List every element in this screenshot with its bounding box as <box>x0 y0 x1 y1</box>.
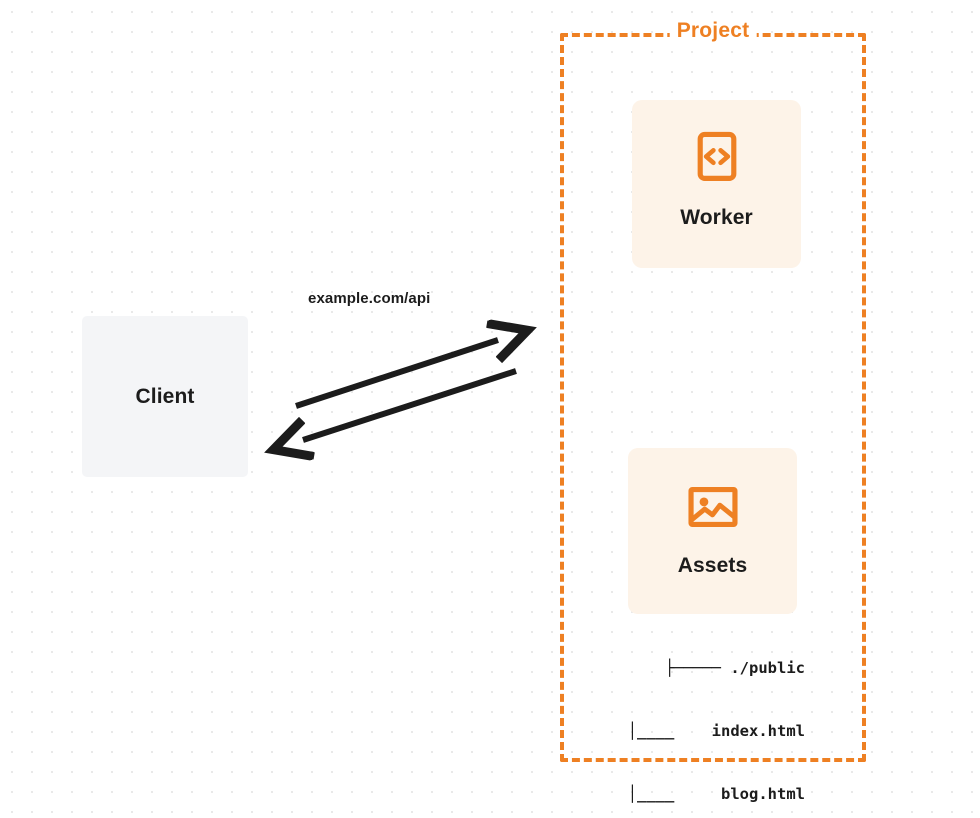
worker-label: Worker <box>680 206 753 229</box>
image-landscape-icon <box>687 486 738 528</box>
file-tree-row: │____ index.html <box>627 722 805 740</box>
code-brackets-icon <box>697 131 736 181</box>
client-label: Client <box>135 384 195 408</box>
file-tree-row: │____ blog.html <box>627 785 805 803</box>
assets-node[interactable]: Assets <box>628 448 797 614</box>
arrow-project-to-client <box>303 368 517 440</box>
project-title: Project <box>669 19 757 43</box>
edge-label-request: example.com/api <box>308 290 431 307</box>
client-node[interactable]: Client <box>82 316 248 477</box>
arrow-client-to-project <box>295 340 498 409</box>
project-group: Project <box>560 19 866 762</box>
assets-file-tree: ├───── ./public │____ index.html │____ b… <box>560 616 805 818</box>
assets-label: Assets <box>677 554 748 577</box>
worker-node[interactable]: Worker <box>632 100 801 268</box>
file-tree-row: ├───── ./public <box>665 659 805 677</box>
